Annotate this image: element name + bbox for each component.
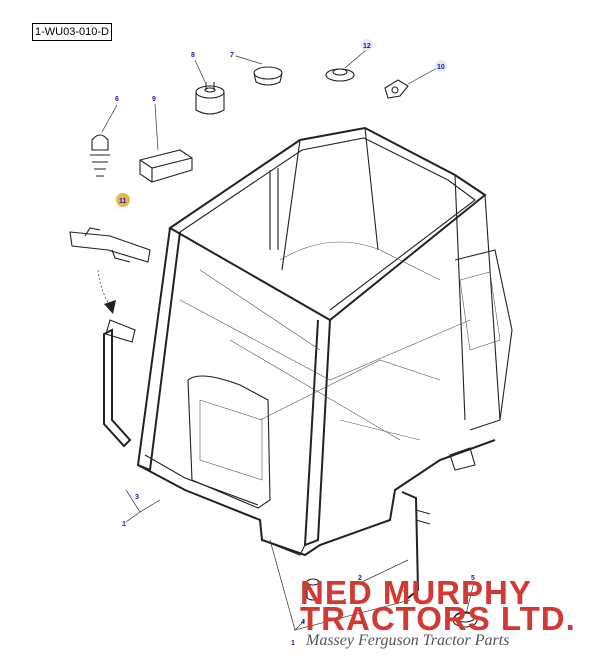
callout-6: 6 (115, 96, 119, 103)
callout-4: 4 (301, 619, 305, 626)
callout-5: 5 (471, 575, 475, 582)
diagram-code-label: 1-WU03-010-D (32, 23, 112, 41)
svg-text:4: 4 (301, 619, 305, 626)
callout-1-bottom: 1 (291, 640, 295, 647)
part-plug (325, 68, 355, 82)
svg-text:3: 3 (135, 494, 139, 501)
callout-3: 3 (135, 494, 139, 501)
svg-text:1: 1 (343, 599, 347, 606)
svg-text:1: 1 (291, 640, 295, 647)
svg-text:7: 7 (230, 52, 234, 59)
callout-1-mid: 1 (343, 599, 347, 606)
svg-text:1: 1 (122, 521, 126, 528)
part-grab-handle (103, 319, 136, 448)
callout-7: 7 (230, 52, 234, 59)
part-bushing (306, 578, 320, 601)
callout-2: 2 (358, 575, 362, 582)
callout-9: 9 (152, 96, 156, 103)
svg-text:10: 10 (437, 64, 445, 71)
watermark-line-1: NED MURPHY (300, 574, 532, 611)
callout-10: 10 (435, 60, 447, 72)
svg-text:9: 9 (152, 96, 156, 103)
callout-1-left: 1 (122, 521, 126, 528)
callout-11: 11 (116, 193, 130, 207)
svg-text:6: 6 (115, 96, 119, 103)
watermark-line-2: TRACTORS LTD. (300, 600, 576, 637)
part-push-rivet (90, 134, 110, 177)
part-clip (384, 79, 409, 99)
part-block (139, 149, 193, 183)
part-bracket-strip (69, 227, 151, 263)
watermark-line-3: Massey Ferguson Tractor Parts (306, 632, 510, 649)
leader-lines (101, 49, 475, 631)
callout-12: 12 (361, 39, 373, 51)
svg-text:12: 12 (363, 43, 371, 50)
svg-text:2: 2 (358, 575, 362, 582)
svg-text:8: 8 (191, 52, 195, 59)
callout-8: 8 (191, 52, 195, 59)
part-step-handle (401, 491, 431, 600)
svg-text:11: 11 (119, 198, 127, 205)
cab-frame (136, 126, 513, 557)
part-grommet (253, 66, 283, 86)
part-seal-cap (195, 82, 225, 115)
part-ring (452, 611, 478, 628)
svg-text:5: 5 (471, 575, 475, 582)
